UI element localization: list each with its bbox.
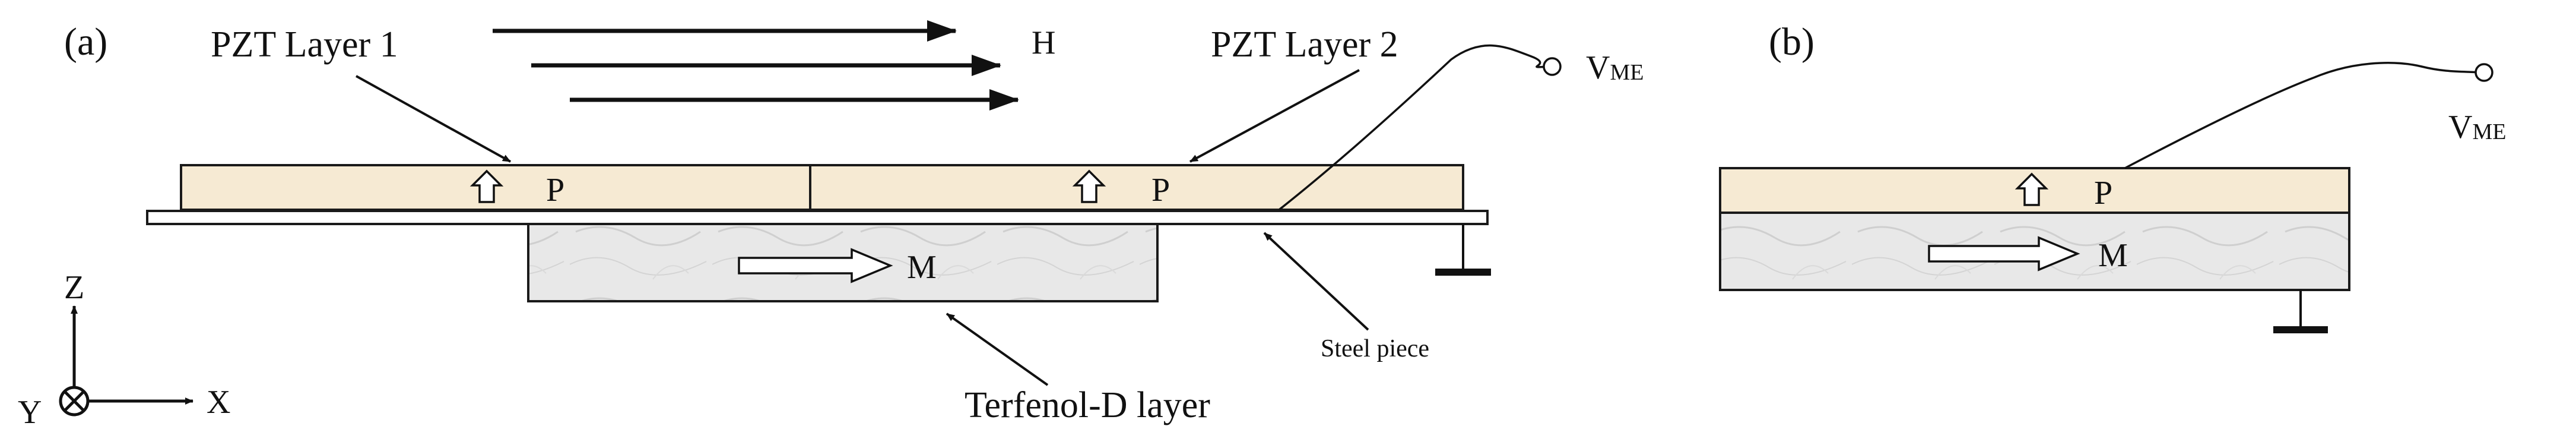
- magnetization-symbol: M: [907, 249, 937, 286]
- pzt-layer-1-leader: [356, 75, 511, 163]
- panel-a: (a) H PZT Layer 1 PZT Layer 2 P P M Terf…: [18, 20, 1644, 431]
- output-wire-a: [1278, 44, 1550, 211]
- magnetization-arrow: [738, 248, 893, 283]
- field-symbol-h: H: [1032, 24, 1055, 61]
- pzt-layer-1-label: PZT Layer 1: [211, 24, 398, 65]
- output-wire-b: [2124, 62, 2482, 169]
- pzt-layer-2: [809, 164, 1464, 211]
- field-arrows: [493, 20, 1019, 111]
- output-voltage-a: VME: [1586, 49, 1644, 86]
- polarization-symbol-b: P: [2094, 175, 2112, 212]
- polarization-symbol-1: P: [546, 172, 564, 209]
- steel-label: Steel piece: [1321, 335, 1429, 362]
- axis-y-label: Y: [18, 394, 42, 431]
- pzt-layer-2-label: PZT Layer 2: [1211, 24, 1398, 65]
- magnetization-arrow-b: [1928, 236, 2080, 272]
- polarization-arrow-1: [469, 169, 504, 203]
- terfenol-label: Terfenol-D layer: [965, 385, 1210, 425]
- output-terminal-a: [1543, 57, 1562, 76]
- ground-symbol-a: [1435, 224, 1491, 276]
- panel-b-label: (b): [1769, 20, 1814, 64]
- axis-x-label: X: [207, 384, 230, 421]
- steel-piece: [146, 210, 1489, 225]
- panel-b: (b) P M VME: [1719, 20, 2506, 333]
- pzt-layer-1: [180, 164, 811, 211]
- polarization-arrow-2: [1072, 169, 1106, 203]
- magnetization-symbol-b: M: [2098, 237, 2128, 274]
- panel-a-label: (a): [64, 20, 107, 64]
- terfenol-leader: [946, 313, 1049, 386]
- ground-symbol-b: [2273, 290, 2328, 333]
- output-terminal-b: [2475, 63, 2493, 82]
- steel-leader: [1263, 232, 1369, 331]
- polarization-symbol-2: P: [1151, 172, 1170, 209]
- coordinate-axes: Z Y X: [18, 269, 230, 431]
- output-voltage-b: VME: [2448, 109, 2506, 146]
- pzt-layer-2-leader: [1189, 69, 1360, 163]
- axis-z-label: Z: [64, 269, 84, 306]
- polarization-arrow-b: [2015, 172, 2049, 206]
